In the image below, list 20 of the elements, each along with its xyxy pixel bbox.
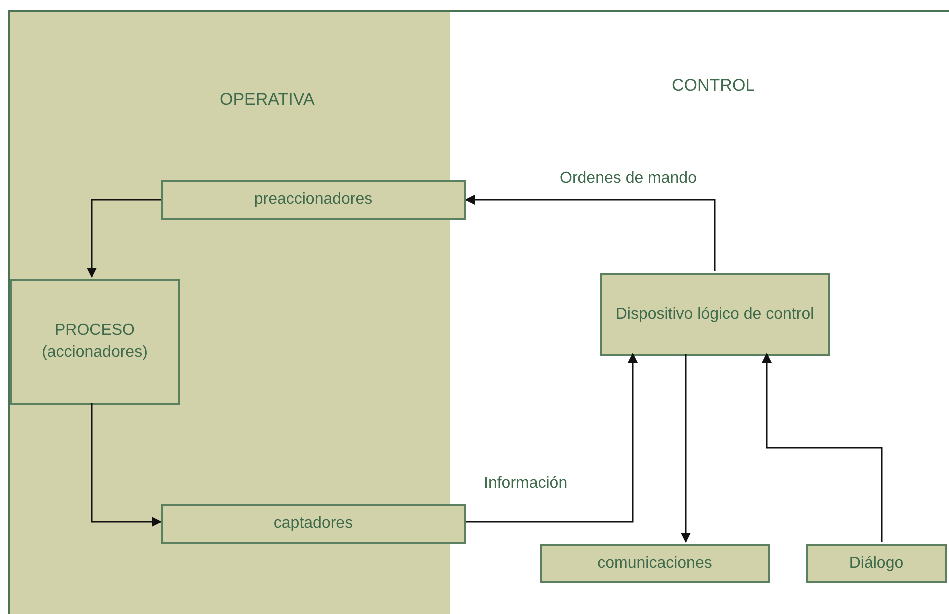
- process-box: [600, 273, 830, 356]
- box-label: preaccionadores: [253, 190, 374, 210]
- process-box: [10, 279, 180, 405]
- process-box: [806, 544, 947, 583]
- arrow: [87, 199, 161, 278]
- panel-region: [8, 10, 452, 614]
- box-label: comunicaciones: [596, 554, 714, 574]
- panel-heading: CONTROL: [672, 76, 756, 96]
- arrow: [465, 195, 716, 271]
- process-box: [540, 544, 770, 583]
- arrow: [466, 353, 638, 523]
- panel-heading: OPERATIVA: [220, 90, 315, 110]
- arrow: [762, 353, 883, 542]
- panel-region: [450, 10, 949, 614]
- arrow: [681, 354, 691, 543]
- box-label: Dispositivo lógico de control: [614, 304, 816, 324]
- box-label: captadores: [272, 514, 354, 534]
- arrow: [91, 403, 162, 527]
- box-label: PROCESO (accionadores): [41, 321, 149, 363]
- box-label: Diálogo: [848, 554, 905, 574]
